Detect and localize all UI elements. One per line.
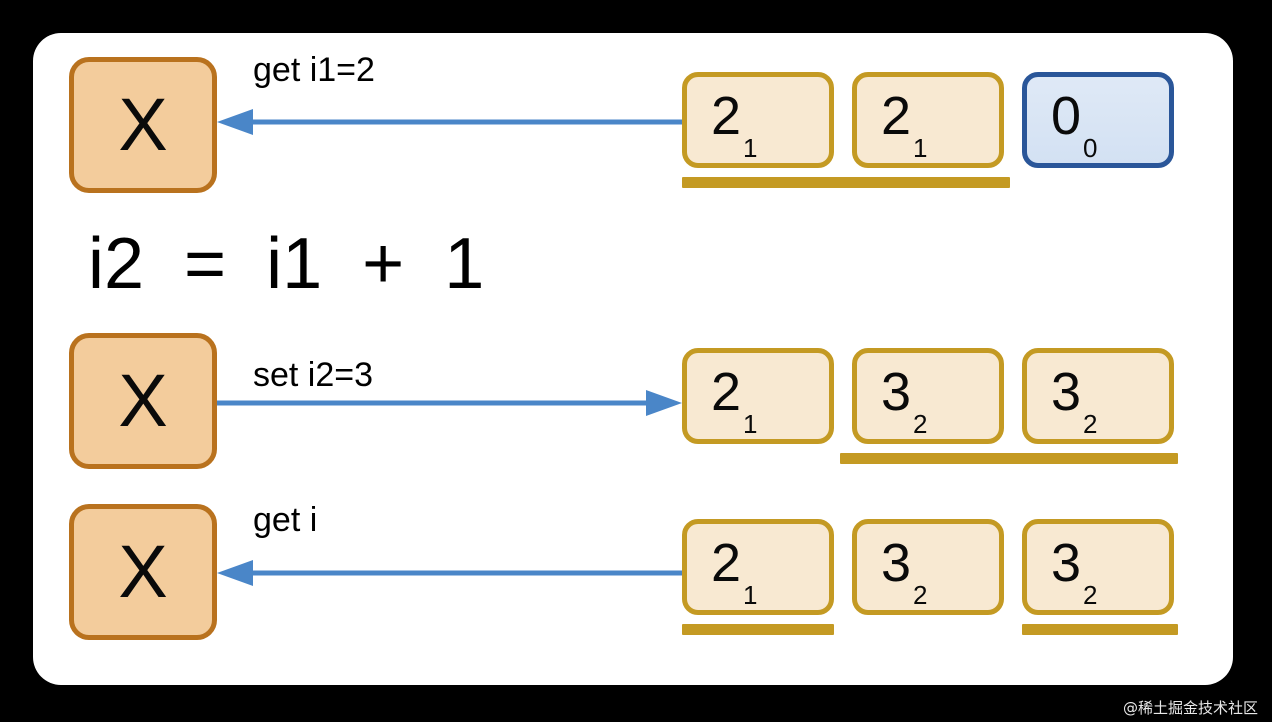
arrow-right-row-2 (217, 390, 682, 416)
value-r1c3: 0 (1051, 85, 1082, 146)
value-cell-r1c2: 21 (852, 72, 1004, 168)
value-cell-r1c1: 21 (682, 72, 834, 168)
actor-box-row-3: X (69, 504, 217, 640)
arrow-left-row-3 (217, 560, 682, 586)
arrow-label-row-3: get i (253, 501, 318, 539)
subscript-r3c2: 2 (913, 579, 928, 610)
value-r3c3: 3 (1051, 532, 1082, 593)
value-cell-r3c3: 32 (1022, 519, 1174, 615)
watermark: @稀土掘金技术社区 (1122, 699, 1258, 717)
actor-box-row-2: X (69, 333, 217, 469)
value-r3c2: 3 (881, 532, 912, 593)
value-cell-r1c3: 00 (1022, 72, 1174, 168)
value-cell-r2c3: 32 (1022, 348, 1174, 444)
subscript-r1c3: 0 (1083, 132, 1098, 163)
value-r3c1: 2 (711, 532, 742, 593)
arrow-left-row-1 (217, 109, 682, 135)
underline-bar-row-3-a (682, 624, 834, 635)
subscript-r3c1: 1 (743, 579, 758, 610)
arrow-label-row-1: get i1=2 (253, 51, 375, 89)
actor-label-row-1: X (118, 83, 168, 166)
value-r2c3: 3 (1051, 361, 1082, 422)
value-cell-r2c1: 21 (682, 348, 834, 444)
subscript-r2c2: 2 (913, 408, 928, 439)
underline-bar-row-1 (682, 177, 1010, 188)
value-r2c1: 2 (711, 361, 742, 422)
value-cell-r3c2: 32 (852, 519, 1004, 615)
subscript-r2c1: 1 (743, 408, 758, 439)
value-r2c2: 3 (881, 361, 912, 422)
value-r1c1: 2 (711, 85, 742, 146)
expression-text: i2 = i1 + 1 (88, 224, 485, 304)
actor-label-row-2: X (118, 359, 168, 442)
subscript-r1c2: 1 (913, 132, 928, 163)
underline-bar-row-2 (840, 453, 1178, 464)
actor-label-row-3: X (118, 530, 168, 613)
value-r1c2: 2 (881, 85, 912, 146)
arrow-label-row-2: set i2=3 (253, 356, 374, 394)
subscript-r2c3: 2 (1083, 408, 1098, 439)
value-cell-r2c2: 32 (852, 348, 1004, 444)
subscript-r3c3: 2 (1083, 579, 1098, 610)
underline-bar-row-3-b (1022, 624, 1178, 635)
actor-box-row-1: X (69, 57, 217, 193)
subscript-r1c1: 1 (743, 132, 758, 163)
value-cell-r3c1: 21 (682, 519, 834, 615)
